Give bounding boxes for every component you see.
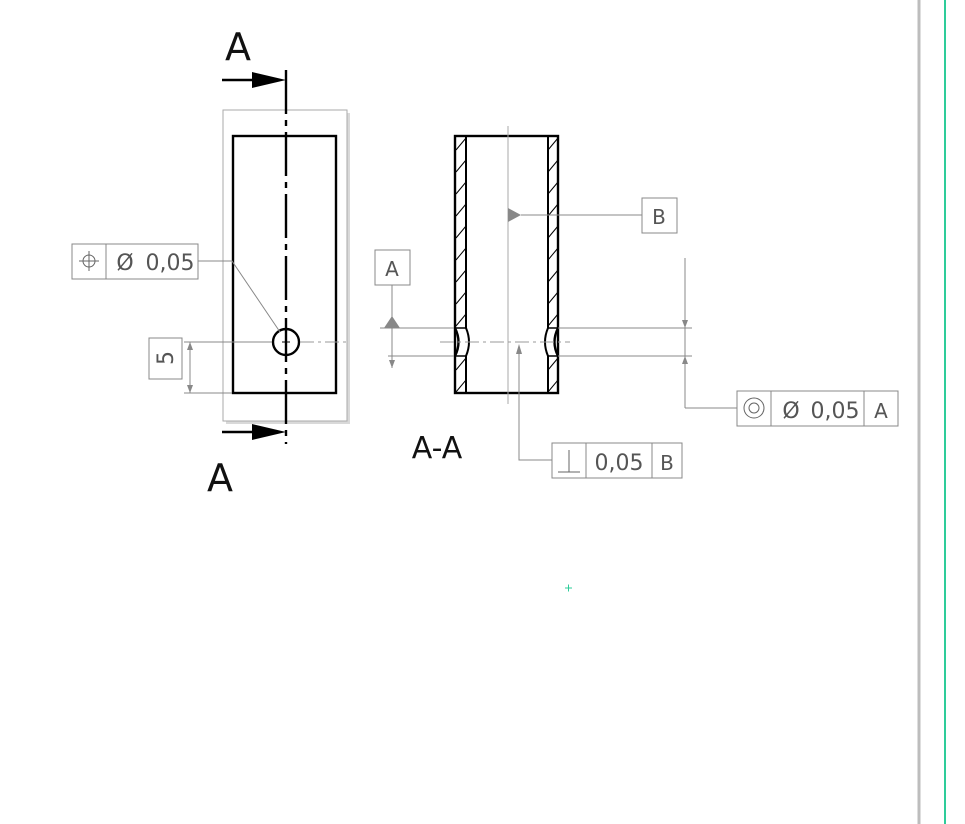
dimension-hole-offset: 5 bbox=[154, 351, 179, 365]
perpendicularity-leader bbox=[518, 354, 552, 461]
hole-circle bbox=[271, 327, 301, 357]
datum-a-label: A bbox=[385, 257, 399, 281]
perpendicularity-arrow bbox=[516, 344, 522, 354]
front-view[interactable]: A A 5 Ø 0,05 bbox=[71, 25, 350, 500]
section-letter-bottom: A bbox=[207, 456, 233, 500]
section-arrow-bottom-head bbox=[252, 424, 286, 440]
datum-reference: A bbox=[874, 399, 888, 423]
datum-b-triangle bbox=[508, 208, 521, 222]
datum-reference: B bbox=[660, 451, 674, 475]
dimension-arrow bbox=[682, 356, 688, 364]
section-view-label: A-A bbox=[412, 431, 463, 466]
diameter-symbol: Ø bbox=[782, 399, 799, 424]
datum-b-label: B bbox=[652, 205, 666, 229]
position-tolerance-frame[interactable]: Ø 0,05 bbox=[71, 243, 199, 280]
datum-a-box bbox=[374, 249, 411, 286]
leader-line bbox=[198, 260, 281, 333]
dimension-arrow bbox=[389, 360, 395, 368]
section-outline bbox=[453, 134, 560, 395]
hatching-right bbox=[547, 137, 559, 393]
datum-a-triangle bbox=[384, 316, 400, 328]
perpendicularity-tolerance-frame[interactable]: 0,05 B bbox=[551, 442, 683, 479]
perpendicularity-icon bbox=[558, 450, 580, 473]
origin-marker-icon bbox=[565, 584, 572, 592]
concentricity-icon bbox=[743, 397, 765, 419]
dimension-arrow bbox=[187, 385, 193, 393]
section-arrow-top-head bbox=[252, 72, 286, 88]
dimension-arrow bbox=[187, 342, 193, 350]
hole-notch-right bbox=[553, 327, 560, 357]
hatching-left bbox=[455, 137, 467, 393]
tolerance-value: 0,05 bbox=[811, 399, 860, 424]
tolerance-value: 0,05 bbox=[146, 251, 195, 276]
part-outline bbox=[231, 134, 338, 395]
dimension-arrow bbox=[682, 320, 688, 328]
concentricity-tolerance-frame[interactable]: Ø 0,05 A bbox=[736, 390, 899, 427]
section-view[interactable]: A-A B A Ø 0,05 bbox=[374, 126, 899, 479]
diameter-symbol: Ø bbox=[116, 251, 133, 276]
tolerance-value: 0,05 bbox=[595, 451, 644, 476]
datum-b-box bbox=[641, 197, 678, 234]
section-letter-top: A bbox=[225, 25, 251, 69]
position-icon bbox=[79, 251, 99, 271]
dimension-box bbox=[148, 337, 183, 380]
